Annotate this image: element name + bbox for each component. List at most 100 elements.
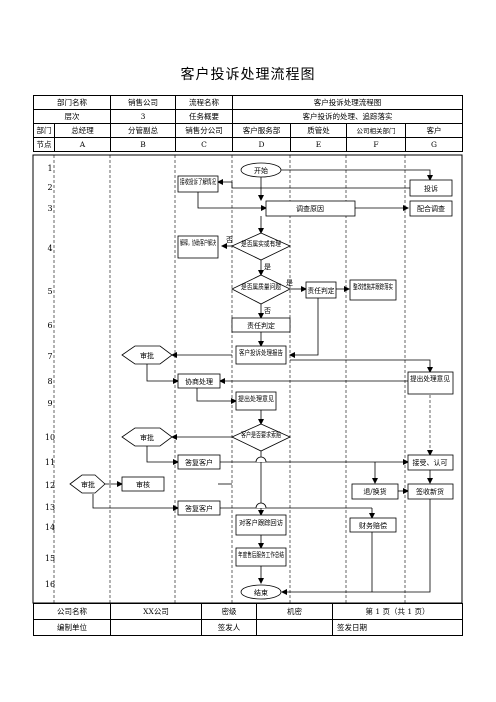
rectify-box: [349, 279, 397, 301]
q1-decision: [231, 232, 291, 261]
complain-box: [409, 179, 453, 197]
approve3-hexagon: [69, 474, 106, 494]
track-label: 对客户跟踪回访: [239, 518, 283, 527]
annual-box: [235, 547, 287, 567]
q2-label: 是否属质量问题: [241, 282, 281, 291]
start-terminal: [240, 162, 282, 178]
review-box: [121, 476, 165, 492]
q2-decision: [231, 274, 291, 305]
accept-box: [407, 454, 454, 471]
row-number: 12: [45, 481, 55, 490]
branch-labels: 否 是 是 否: [226, 236, 293, 315]
header-table: 部门名称 销售公司 流程名称 客户投诉处理流程图 层次 3 任务概要 客户投诉的…: [33, 95, 463, 152]
q3-label: 客户是否要求索赔: [241, 430, 281, 439]
row-number: 1: [47, 164, 52, 173]
reply1-box: [177, 454, 221, 470]
unit-label: 编制单位: [33, 619, 111, 636]
row-numbers: 1 2 3 4 5 6 7 8 9 10 11 12 13 14 15 16: [45, 164, 55, 589]
negotiate-label: 协商处理: [185, 377, 213, 386]
row-number: 10: [45, 433, 55, 442]
q2-yes-label: 是: [286, 279, 293, 287]
row-number: 7: [47, 352, 52, 361]
propose-box: [235, 391, 277, 411]
receive-box: [177, 175, 219, 193]
resp-judge-d-box: [231, 317, 291, 333]
issuer-value: [256, 619, 333, 636]
letter-a: A: [54, 137, 111, 152]
row-number: 11: [45, 458, 55, 467]
propose-label: 提出处理意见: [238, 394, 274, 403]
cooperate-label: 配合调查: [417, 204, 445, 213]
secret-value: 机密: [256, 603, 333, 620]
row-number: 4: [47, 244, 52, 253]
start-label: 开始: [254, 166, 268, 175]
row-number: 8: [47, 377, 52, 386]
reply1-label: 答复客户: [185, 458, 213, 467]
sign-box: [407, 483, 454, 500]
exchange-label: 退/换货: [363, 487, 386, 496]
finance-label: 财务赔偿: [359, 521, 387, 530]
footer-table: 公司名称 XX公司 密级 机密 第 1 页（共 1 页） 编制单位 签发人 签发…: [33, 603, 463, 636]
q1-yes-label: 是: [264, 263, 271, 271]
q1-no-label: 否: [226, 236, 233, 244]
exchange-box: [351, 483, 399, 500]
company-label: 公司名称: [33, 603, 111, 620]
resp-judge-e-box: [305, 281, 337, 299]
secret-label: 密级: [201, 603, 257, 620]
investigate-box: [265, 200, 356, 217]
approve3-label: 审批: [81, 480, 95, 489]
resp-judge-e-label: 责任判定: [308, 286, 335, 295]
approve2-label: 审批: [140, 433, 154, 442]
rectify-label: 整改措施并跟踪落实: [353, 282, 393, 291]
reply2-box: [177, 500, 221, 516]
row-number: 2: [47, 183, 52, 192]
q1-label: 是否属实或有理: [241, 239, 281, 248]
track-box: [235, 514, 287, 536]
company-value: XX公司: [110, 603, 202, 620]
client-propose-label: 提出处理意见: [410, 374, 450, 383]
explain-box: [177, 235, 219, 259]
end-terminal: [240, 584, 282, 600]
page-info: 第 1 页（共 1 页）: [332, 603, 463, 620]
issuer-label: 签发人: [201, 619, 257, 636]
approve1-hexagon: [121, 345, 173, 365]
review-label: 审核: [136, 480, 150, 489]
issue-date-label: 签发日期: [332, 619, 463, 636]
receive-label: 接收投诉了解情况: [180, 177, 216, 186]
row-number: 5: [47, 287, 52, 296]
page-title: 客户投诉处理流程图: [180, 67, 316, 83]
row-number: 16: [45, 580, 55, 589]
letter-b: B: [110, 137, 176, 152]
row-number: 15: [45, 554, 55, 563]
client-propose-box: [407, 371, 454, 395]
row-number: 14: [45, 523, 55, 532]
end-label: 结束: [254, 588, 268, 597]
cooperate-box: [409, 200, 453, 217]
resp-judge-d-label: 责任判定: [247, 321, 275, 330]
column-separators: [53, 155, 406, 603]
reply2-label: 答复客户: [185, 504, 213, 513]
approve2-hexagon: [121, 427, 173, 447]
approve1-label: 审批: [140, 351, 154, 360]
negotiate-box: [177, 373, 221, 389]
accept-label: 接受、认可: [413, 458, 448, 467]
finance-box: [349, 517, 397, 533]
annual-label: 年度售后服务工作总结: [238, 550, 284, 559]
letter-g: G: [405, 137, 463, 152]
row-number: 9: [47, 399, 52, 408]
row-number: 3: [47, 204, 52, 213]
report-label: 客户投诉处理报告: [239, 348, 283, 357]
connectors: [92, 169, 433, 595]
complain-label: 投诉: [424, 184, 438, 193]
q2-no-label: 否: [264, 307, 271, 315]
unit-value: [110, 619, 202, 636]
body-frame: [32, 154, 463, 604]
explain-label: 解释，协助客户解决: [180, 238, 216, 247]
report-box: [235, 345, 287, 365]
row-number: 6: [47, 321, 52, 330]
q3-decision: [231, 423, 291, 452]
investigate-label: 调查原因: [296, 204, 324, 213]
row-number: 13: [45, 503, 55, 512]
line-hops: [255, 456, 267, 509]
